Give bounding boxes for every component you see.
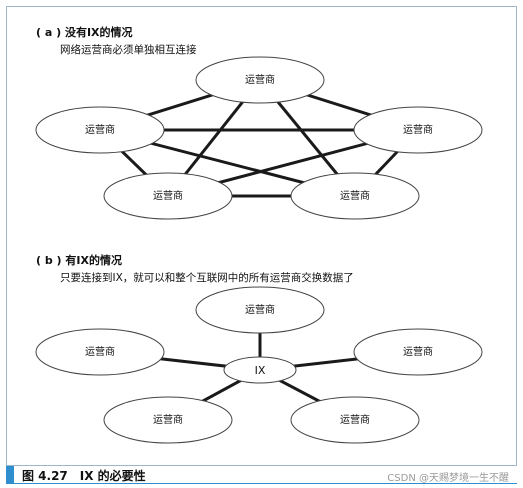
carrier-label: 运营商 [153,189,183,202]
ix-hub-node [223,356,297,384]
carrier-label: 运营商 [340,413,370,426]
mesh-nodes [35,56,483,220]
star-nodes [35,286,483,444]
carrier-label: 运营商 [245,73,275,86]
section-a-heading: ( a ) 没有IX的情况 [36,26,133,39]
carrier-label: 运营商 [85,345,115,358]
figure-frame [6,6,517,466]
carrier-label: 运营商 [403,345,433,358]
ix-hub-label: IX [255,364,266,377]
carrier-node [353,328,483,376]
carrier-label: 运营商 [245,303,275,316]
carrier-node [195,286,325,334]
carrier-node [290,396,420,444]
figure-caption: 图 4.27 IX 的必要性 [22,469,146,483]
carrier-label: 运营商 [153,413,183,426]
watermark: CSDN @天赐梦境一生不醒 [387,473,509,484]
carrier-label: 运营商 [403,123,433,136]
carrier-label: 运营商 [85,123,115,136]
carrier-node [290,172,420,220]
carrier-node [103,396,233,444]
caption-bar [6,466,517,484]
carrier-node [103,172,233,220]
carrier-label: 运营商 [340,189,370,202]
section-a-description: 网络运营商必须单独相互连接 [60,44,197,56]
carrier-node [35,106,165,154]
section-b-heading: ( b ) 有IX的情况 [36,254,122,267]
caption-accent [6,466,14,484]
section-b-description: 只要连接到IX，就可以和整个互联网中的所有运营商交换数据了 [60,272,354,284]
carrier-node [35,328,165,376]
carrier-node [353,106,483,154]
carrier-node [195,56,325,104]
